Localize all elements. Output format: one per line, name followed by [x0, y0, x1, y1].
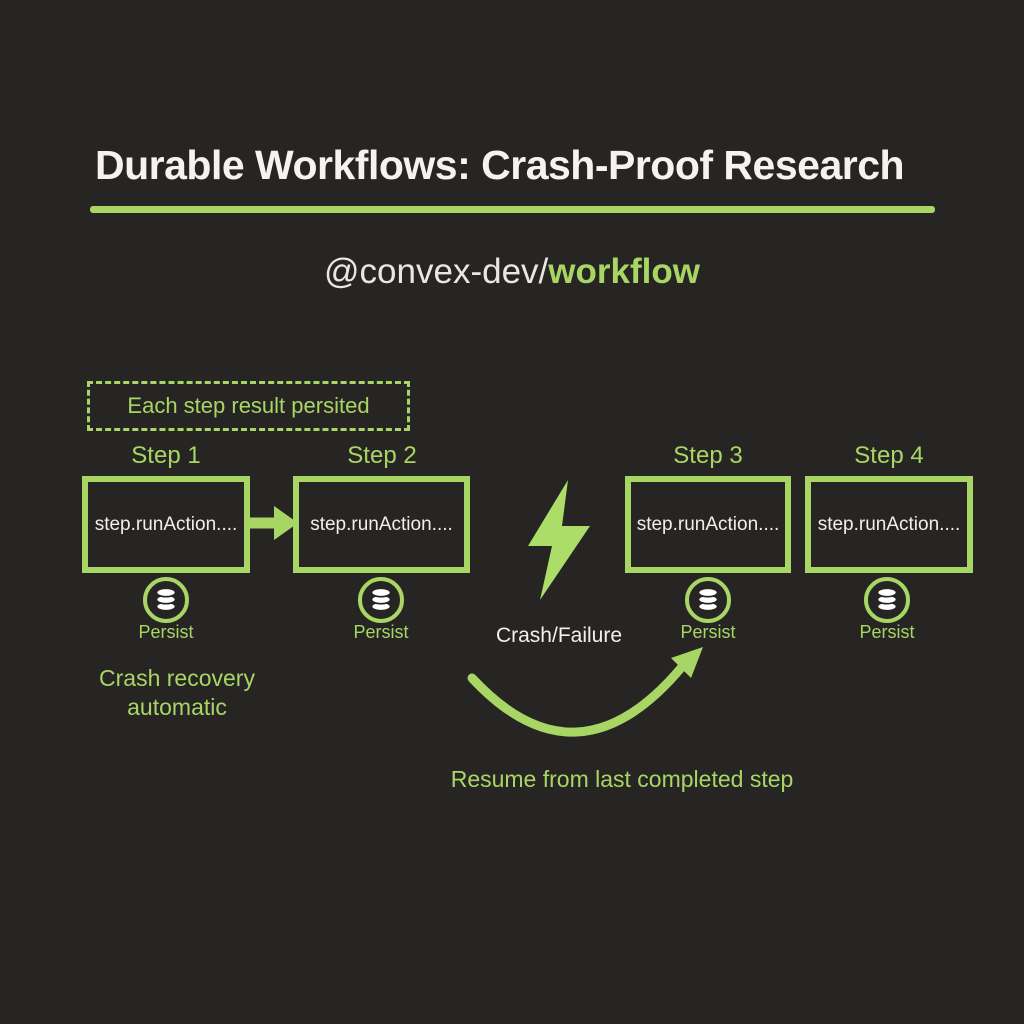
crash-failure-label: Crash/Failure	[495, 624, 623, 647]
lightning-bolt-icon	[528, 480, 590, 600]
curved-arrow-icon	[467, 647, 703, 737]
arrow-right-icon	[244, 506, 298, 540]
step-3-label: Step 3	[673, 442, 743, 469]
package-scope: @convex-dev/	[324, 252, 549, 291]
persist-label-3: Persist	[680, 622, 736, 642]
persist-label-1: Persist	[138, 622, 194, 642]
step-1-label: Step 1	[131, 442, 201, 469]
step-2-label: Step 2	[347, 442, 417, 469]
step-3-code: step.runAction....	[636, 513, 780, 535]
database-icon	[864, 577, 910, 623]
package-name: @convex-dev/workflow	[0, 252, 1024, 292]
database-icon	[685, 577, 731, 623]
step-2-code: step.runAction....	[310, 513, 453, 535]
database-icon	[143, 577, 189, 623]
package-highlight: workflow	[548, 252, 700, 291]
resume-note: Resume from last completed step	[450, 766, 794, 792]
database-icon	[358, 577, 404, 623]
persist-label-2: Persist	[353, 622, 409, 642]
persist-label-4: Persist	[859, 622, 915, 642]
step-3-box: step.runAction....	[625, 476, 791, 573]
step-1-box: step.runAction....	[82, 476, 250, 573]
step-4-label: Step 4	[854, 442, 924, 469]
persisted-callout-label: Each step result persited	[127, 393, 370, 418]
step-4-box: step.runAction....	[805, 476, 973, 573]
title-underline	[90, 206, 935, 213]
persisted-callout: Each step result persited	[87, 381, 410, 431]
step-1-code: step.runAction....	[94, 513, 238, 535]
step-2-box: step.runAction....	[293, 476, 470, 573]
step-4-code: step.runAction....	[817, 513, 961, 535]
crash-recovery-note: Crash recovery automatic	[99, 665, 255, 720]
page-title: Durable Workflows: Crash-Proof Research	[95, 142, 905, 188]
